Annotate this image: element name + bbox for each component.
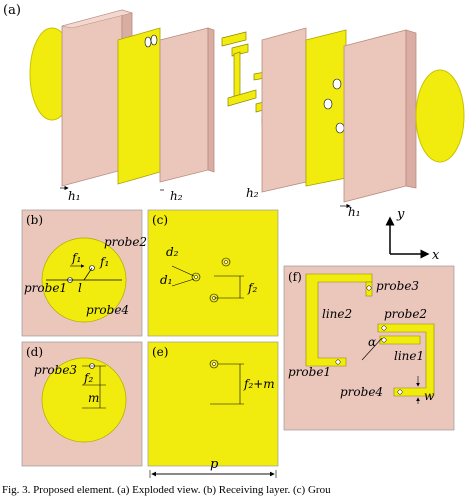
ground-hole bbox=[150, 34, 158, 46]
h1-left-label: h₁ bbox=[68, 189, 81, 203]
f-probe4-label: probe4 bbox=[340, 385, 383, 399]
f-alpha-label: α bbox=[368, 335, 376, 349]
d-m-label: m bbox=[88, 391, 99, 405]
panel-b: (b) probe2 f₁ f₁ probe1 l probe4 bbox=[21, 209, 147, 337]
middle-substrate-front bbox=[159, 27, 209, 183]
e-f2m-label: f₂+m bbox=[243, 377, 275, 391]
h2-label-a: h₂ bbox=[170, 189, 183, 203]
figure-caption: Fig. 3. Proposed element. (a) Exploded v… bbox=[2, 484, 331, 496]
f-w-label: w bbox=[424, 389, 435, 403]
b-l-label: l bbox=[78, 281, 82, 295]
d-probe3-label: probe3 bbox=[34, 363, 77, 377]
panel-c: (c) d₂ d₁ f₂ bbox=[147, 209, 279, 337]
axis-y-label: y bbox=[396, 207, 405, 222]
c-f2-label: f₂ bbox=[247, 281, 257, 295]
p-label: p bbox=[210, 457, 219, 472]
b-f1-label-b: f₁ bbox=[99, 255, 109, 269]
h2-label-b: h₂ bbox=[246, 186, 259, 200]
f-probe2-label: probe2 bbox=[384, 307, 427, 321]
ground-hole bbox=[323, 98, 333, 110]
panel-f: (f) probe3 line2 probe2 α line1 probe1 p… bbox=[283, 265, 455, 431]
panel-d: (d) probe3 f₂ m bbox=[21, 341, 143, 467]
p-dimension: p bbox=[149, 457, 277, 478]
panel-d-tag: (d) bbox=[26, 345, 43, 359]
d-f2-label: f₂ bbox=[83, 371, 93, 385]
c-d2-label: d₂ bbox=[166, 245, 179, 259]
middle-substrate-side bbox=[207, 27, 215, 173]
panel-e: (e) f₂+m bbox=[147, 341, 279, 467]
left-substrate-front bbox=[61, 9, 123, 187]
f-line1-label: line1 bbox=[394, 349, 424, 363]
panel-f-tag: (f) bbox=[288, 270, 302, 284]
panel-c-tag: (c) bbox=[152, 213, 168, 227]
f-line2-label: line2 bbox=[322, 307, 352, 321]
ground-hole bbox=[144, 36, 152, 48]
f-probe3-label: probe3 bbox=[376, 279, 419, 293]
right-circular-patch bbox=[415, 69, 465, 163]
left-substrate-top bbox=[61, 9, 134, 29]
coordinate-axes: y x bbox=[385, 207, 440, 263]
right-outer-substrate-side bbox=[405, 29, 417, 189]
panel-b-tag: (b) bbox=[26, 213, 43, 227]
right-outer-substrate-front bbox=[343, 29, 407, 203]
ground-hole bbox=[335, 122, 345, 134]
b-probe4-label: probe4 bbox=[86, 303, 129, 317]
panel-a: (a) bbox=[3, 3, 465, 219]
b-probe1-label: probe1 bbox=[24, 281, 67, 295]
panel-e-tag: (e) bbox=[152, 345, 168, 359]
panel-a-tag: (a) bbox=[3, 3, 21, 18]
b-probe2-label: probe2 bbox=[104, 235, 147, 249]
h1-right-label: h₁ bbox=[348, 205, 361, 219]
f-probe1-label: probe1 bbox=[288, 365, 331, 379]
ground-plane-left bbox=[117, 27, 161, 185]
b-f1-label-a: f₁ bbox=[71, 251, 81, 265]
c-d1-label: d₁ bbox=[160, 273, 173, 287]
ground-hole bbox=[332, 78, 342, 90]
axis-x-label: x bbox=[432, 248, 440, 263]
right-substrate-front bbox=[261, 27, 307, 193]
